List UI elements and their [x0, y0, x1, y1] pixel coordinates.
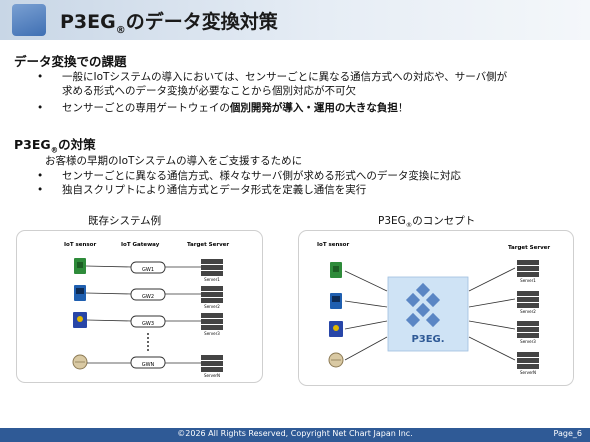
svg-text:Server2: Server2 [520, 309, 536, 314]
col-label-sensor: IoT sensor [317, 242, 349, 248]
svg-text:GW3: GW3 [142, 321, 154, 327]
issue-emphasis: 個別開発が導入・運用の大きな負担 [229, 102, 398, 114]
measures-intro: お客様の早期のIoTシステムの導入をご支援するために [45, 155, 303, 167]
svg-text:Server3: Server3 [520, 339, 536, 344]
issue-bullet-1-line1: 一般にIoTシステムの導入においては、センサーごとに異なる通信方式への対応や、サ… [62, 71, 508, 83]
row-n: GWN ServerN [72, 354, 223, 378]
svg-text:Server1: Server1 [520, 278, 536, 283]
issue-bullet-2: • センサーごとの専用ゲートウェイの個別開発が導入・運用の大きな負担！ [37, 102, 409, 114]
issue-bullet-1-line2: 求める形式へのデータ変換が必要なことから個別対応が不可欠 [62, 85, 356, 97]
footer-bar: ©2026 All Rights Reserved, Copyright Net… [0, 428, 590, 442]
section-title-issues: データ変換での課題 [14, 54, 127, 69]
measure-bullet-1: •センサーごとに異なる通信方式、様々なサーバ側が求める形式へのデータ変換に対応 [37, 170, 461, 182]
server-n: ServerN [517, 352, 539, 375]
p3eg-label: P3EG. [411, 334, 444, 345]
svg-text:GW1: GW1 [142, 267, 154, 273]
svg-text:Server1: Server1 [204, 277, 220, 282]
svg-text:GW2: GW2 [142, 294, 154, 300]
copyright-text: ©2026 All Rights Reserved, Copyright Net… [177, 429, 413, 438]
col-label-server: Target Server [187, 242, 229, 248]
svg-text:Server2: Server2 [204, 304, 220, 309]
svg-text:ServerN: ServerN [520, 370, 536, 375]
p3eg-logo-icon [405, 282, 441, 328]
svg-text:ServerN: ServerN [204, 373, 220, 378]
svg-text:GWN: GWN [142, 362, 155, 368]
section-title-measures: P3EG®の対策 [14, 137, 96, 155]
ellipsis-dots [147, 333, 149, 351]
row-3: GW3 Server3 [73, 312, 223, 336]
sensor-links [344, 270, 388, 361]
col-label-sensor: IoT sensor [64, 242, 96, 248]
row-1: GW1 Server1 [74, 258, 223, 282]
concept-caption: P3EG®のコンセプト [378, 215, 476, 230]
existing-system-caption: 既存システム例 [88, 215, 162, 227]
server-2: Server2 [517, 291, 539, 314]
concept-panel: IoT sensor Target Server [298, 230, 574, 386]
gateway-gw3-icon [130, 315, 166, 328]
row-2: GW2 Server2 [74, 285, 223, 309]
col-label-server: Target Server [508, 245, 550, 251]
concept-diagram: IoT sensor Target Server [317, 242, 550, 375]
existing-system-diagram: IoT sensor IoT Gateway Target Server GW1… [64, 242, 229, 378]
gateway-gw2-icon [130, 288, 166, 301]
server-3: Server3 [517, 321, 539, 344]
page-title: P3EG®のデータ変換対策 [60, 11, 278, 36]
server-1: Server1 [517, 260, 539, 283]
svg-text:Server3: Server3 [204, 331, 220, 336]
existing-system-panel: IoT sensor IoT Gateway Target Server GW1… [16, 230, 263, 383]
gateway-gwn-icon [130, 356, 166, 369]
title-bar [0, 0, 590, 40]
page-number: Page_6 [553, 429, 582, 438]
server-links [468, 267, 516, 361]
measure-bullet-2: •独自スクリプトにより通信方式とデータ形式を定義し通信を実行 [37, 184, 367, 196]
header-accent-square [12, 4, 46, 36]
gateway-gw1-icon [130, 261, 166, 274]
issue-bullet-1: • 一般にIoTシステムの導入においては、センサーごとに異なる通信方式への対応や… [37, 70, 577, 98]
col-label-gateway: IoT Gateway [121, 242, 160, 248]
